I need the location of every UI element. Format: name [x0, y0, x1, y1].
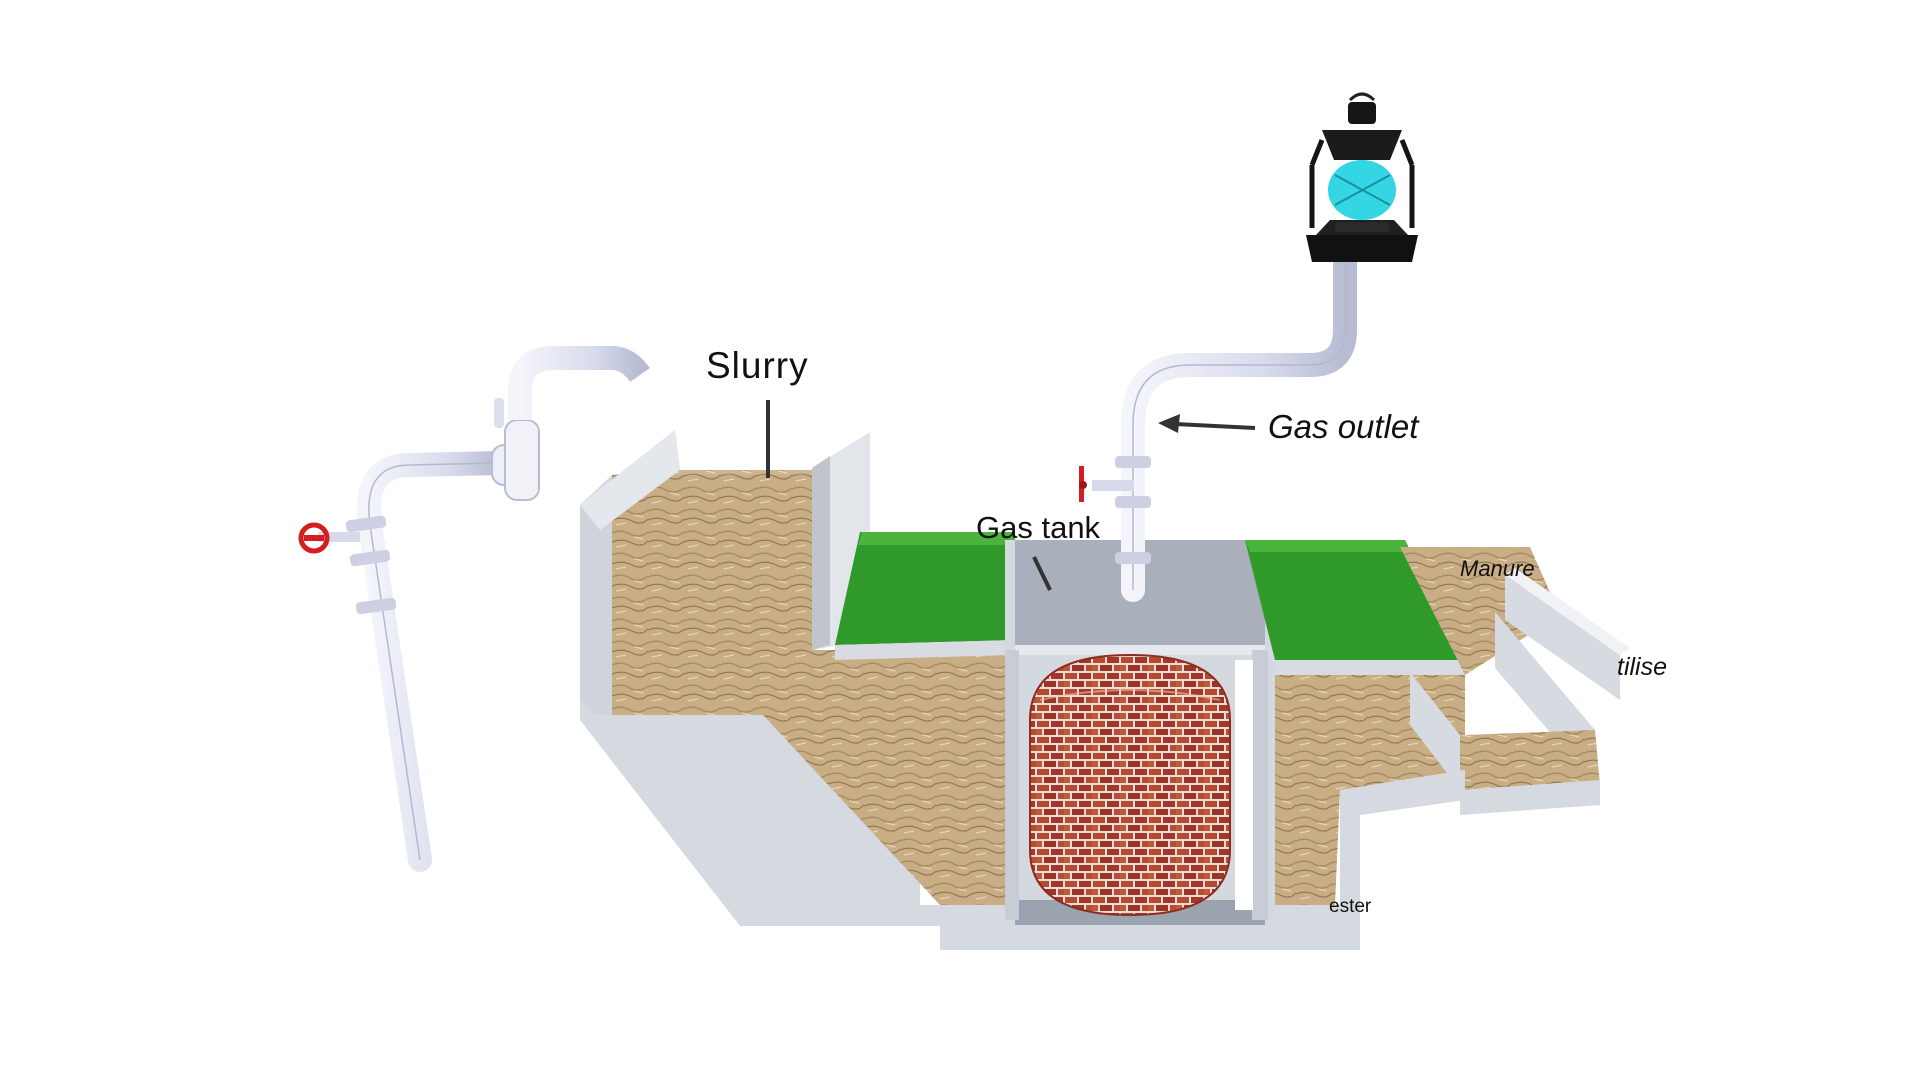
inlet-pipe — [318, 451, 512, 872]
inlet-top-surface — [612, 470, 840, 545]
kerosene-lantern-icon — [1306, 92, 1418, 262]
grass-slab-left — [835, 532, 1015, 645]
concrete-shell — [580, 475, 1325, 950]
digester-label: ester — [1329, 896, 1372, 917]
gas-outlet-label: Gas outlet — [1268, 408, 1419, 445]
outlet-step-shell — [1325, 770, 1465, 950]
gas-tank-leader — [1032, 556, 1052, 591]
water-tap-icon — [491, 346, 650, 501]
plant-structure — [580, 430, 1630, 950]
brick-dome-tank — [1029, 653, 1231, 917]
fertilizer-pit-soil — [1465, 730, 1600, 795]
gas-outlet-arrowhead — [1158, 414, 1180, 433]
gas-tank-label: Gas tank — [976, 510, 1101, 545]
gas-valve — [1079, 466, 1087, 502]
slurry-label: Slurry — [706, 345, 809, 386]
leader-lines — [766, 400, 1256, 591]
manure-label: Manure — [1460, 556, 1535, 581]
outlet-trough-wall-upper — [1505, 575, 1620, 700]
grass-slab-right — [1245, 540, 1465, 660]
gas-outlet-arrow-line — [1174, 422, 1256, 430]
gas-outlet-pipe — [1092, 248, 1357, 602]
inlet-slurry-soil — [612, 475, 1005, 905]
fertilise-label: tilise — [1617, 653, 1668, 681]
valve-handwheel-icon — [298, 522, 330, 554]
